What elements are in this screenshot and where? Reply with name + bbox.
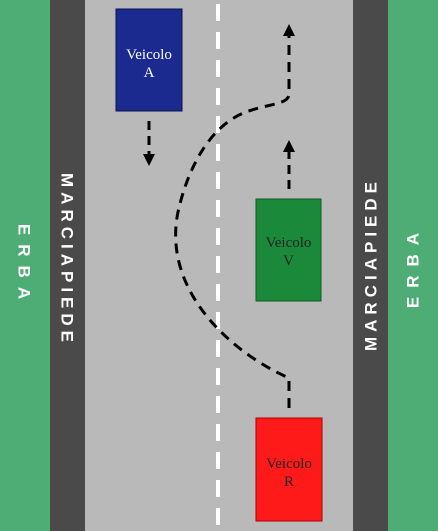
vehicle-r: Veicolo R <box>255 417 323 522</box>
vehicle-v-label-line2: V <box>283 253 294 269</box>
sidewalk-right-label: MARCIAPIEDE <box>361 177 380 351</box>
grass-left-label: ERBA <box>15 224 34 308</box>
sidewalk-left-label: MARCIAPIEDE <box>58 173 77 347</box>
sidewalk-right <box>353 0 388 531</box>
vehicle-r-label-line1: Veicolo <box>266 456 312 472</box>
sidewalk-left <box>50 0 85 531</box>
vehicle-a-label-line2: A <box>144 65 155 81</box>
vehicle-v-label-line1: Veicolo <box>266 235 312 251</box>
grass-right-label: ERBA <box>403 224 422 308</box>
grass-left <box>0 0 50 531</box>
vehicle-a-label-line1: Veicolo <box>126 47 172 63</box>
vehicle-r-label-line2: R <box>284 474 294 490</box>
vehicle-a: Veicolo A <box>115 8 183 112</box>
vehicle-v: Veicolo V <box>255 198 322 302</box>
vehicle-r-overtake-path <box>174 24 295 408</box>
grass-right <box>388 0 438 531</box>
